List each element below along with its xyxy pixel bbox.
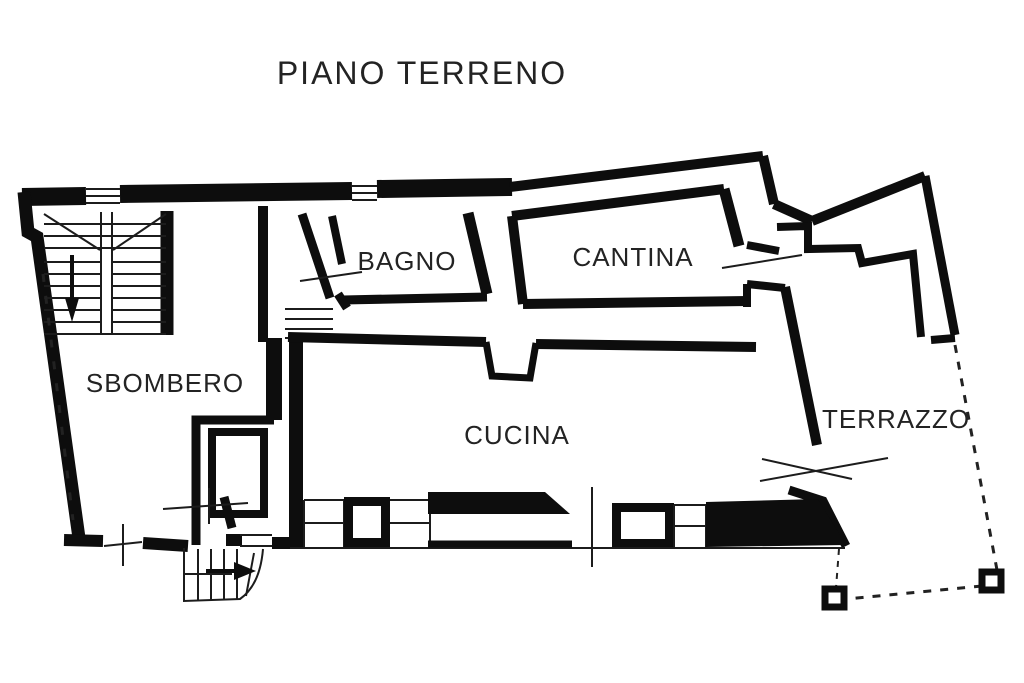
cucina-bottom-wall <box>240 492 846 549</box>
room-label-cantina: CANTINA <box>572 242 693 272</box>
cantina-door-swing <box>721 254 803 269</box>
terrazzo-pillar-left <box>821 585 848 611</box>
external-stair <box>183 548 264 603</box>
room-label-cucina: CUCINA <box>464 420 570 450</box>
room-label-bagno: BAGNO <box>358 246 457 276</box>
external-stair-arrow <box>206 562 256 580</box>
main-staircase <box>43 211 174 335</box>
cantina-walls <box>507 184 803 309</box>
bagno-door-swing <box>299 271 363 282</box>
terrazzo-pillar-right <box>978 568 1005 594</box>
bagno-walls <box>297 211 493 311</box>
interior-walls-left <box>191 206 303 549</box>
terrazzo-boundary <box>821 344 1005 611</box>
bagno-door-leaf <box>328 215 346 265</box>
terrazzo-door-swing <box>759 457 889 482</box>
terrace-steps-walls <box>776 221 925 338</box>
chimney-notch <box>482 341 540 382</box>
room-label-terrazzo: TERRAZZO <box>822 404 970 434</box>
window-stairwell <box>86 188 120 204</box>
room-label-sbombero: SBOMBERO <box>86 368 244 398</box>
light-well-shaft <box>208 428 268 518</box>
cucina-top-wall <box>287 332 757 382</box>
plan-title: PIANO TERRENO <box>277 55 567 91</box>
window-vestibule <box>352 185 377 201</box>
door-tick-marks <box>103 487 593 567</box>
terrazzo-left-wall <box>759 286 889 549</box>
terrazzo-door-swing-2 <box>761 458 853 480</box>
stair-direction-arrow <box>65 255 79 322</box>
